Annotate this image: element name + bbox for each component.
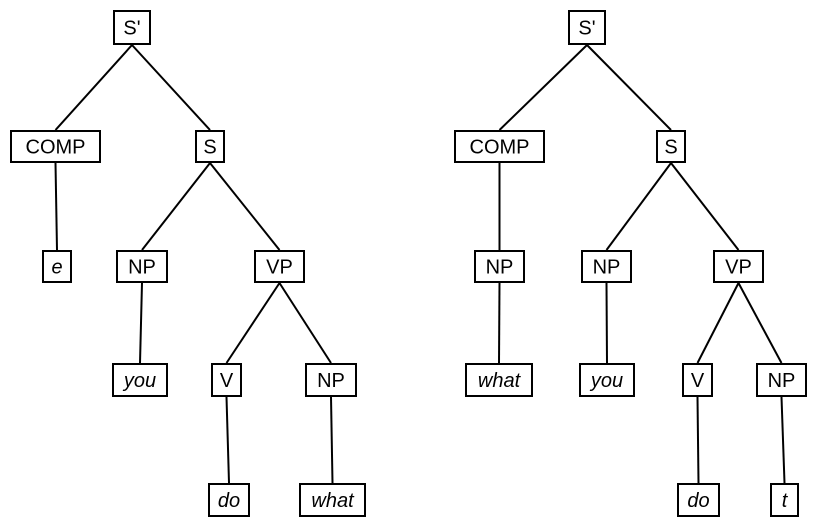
node-label-R-V: V — [691, 370, 705, 392]
tree-edge-L-NP2-to-L-what — [330, 396, 334, 484]
node-label-R-VP: VP — [725, 257, 752, 279]
tree-node-L-Sbar[interactable]: S' — [113, 10, 151, 45]
node-label-L-Sbar: S' — [123, 18, 140, 40]
node-box-R-do — [677, 483, 720, 517]
tree-edge-R-VP-to-R-NP2 — [737, 282, 783, 364]
node-box-R-Sbar — [568, 10, 606, 45]
node-label-R-what: what — [478, 370, 522, 392]
node-box-L-e — [42, 250, 72, 283]
node-box-L-S — [195, 130, 225, 163]
tree-edge-R-VP-to-R-V — [696, 282, 740, 364]
node-box-L-Sbar — [113, 10, 151, 45]
surface-structure-tree: S' COMP S NP NP VP what you V NP do t — [454, 10, 807, 517]
node-label-L-you: you — [122, 370, 156, 392]
tree-edge-L-S-to-L-VP — [209, 162, 281, 251]
node-box-R-what — [465, 363, 533, 397]
tree-edge-L-V-to-L-do — [225, 396, 230, 484]
tree-node-L-NP2[interactable]: NP — [305, 363, 357, 397]
tree-edge-R-V-to-R-do — [696, 396, 700, 484]
tree-edge-R-Sbar-to-R-COMP — [498, 44, 588, 131]
node-label-R-Sbar: S' — [578, 18, 595, 40]
tree-node-R-NP1[interactable]: NP — [581, 250, 632, 283]
node-label-L-VP: VP — [266, 257, 293, 279]
tree-edge-L-COMP-to-L-e — [54, 162, 58, 251]
tree-node-L-VP[interactable]: VP — [254, 250, 305, 283]
tree-edge-L-VP-to-L-NP2 — [278, 282, 332, 364]
tree-node-R-COMP[interactable]: COMP — [454, 130, 545, 163]
node-label-L-COMP: COMP — [26, 137, 86, 159]
tree-edge-R-NP1-to-R-you — [605, 282, 608, 364]
node-label-R-you: you — [589, 370, 623, 392]
tree-node-R-S[interactable]: S — [656, 130, 686, 163]
node-label-L-NP1: NP — [128, 257, 156, 279]
tree-node-L-you[interactable]: you — [112, 363, 168, 397]
node-box-R-NP1 — [581, 250, 632, 283]
tree-node-R-NP2[interactable]: NP — [756, 363, 807, 397]
tree-node-L-V[interactable]: V — [211, 363, 242, 397]
tree-node-R-NP0[interactable]: NP — [474, 250, 525, 283]
tree-edge-L-Sbar-to-L-S — [131, 44, 211, 131]
tree-node-R-V[interactable]: V — [682, 363, 713, 397]
node-label-R-t: t — [782, 490, 789, 512]
node-box-R-NP0 — [474, 250, 525, 283]
tree-node-R-Sbar[interactable]: S' — [568, 10, 606, 45]
node-box-L-you — [112, 363, 168, 397]
node-label-R-S: S — [664, 137, 677, 159]
surface-structure-tree-edges — [498, 44, 786, 484]
node-label-L-V: V — [220, 370, 234, 392]
node-label-R-NP0: NP — [486, 257, 514, 279]
node-box-R-t — [770, 483, 799, 517]
node-box-R-NP2 — [756, 363, 807, 397]
node-label-L-S: S — [203, 137, 216, 159]
node-box-L-NP1 — [116, 250, 168, 283]
tree-node-R-VP[interactable]: VP — [713, 250, 764, 283]
node-label-R-NP2: NP — [768, 370, 796, 392]
node-box-L-COMP — [10, 130, 101, 163]
node-box-L-VP — [254, 250, 305, 283]
tree-node-R-do[interactable]: do — [677, 483, 720, 517]
tree-edge-L-VP-to-L-V — [225, 282, 281, 364]
tree-edge-R-NP2-to-R-t — [780, 396, 786, 484]
node-label-L-NP2: NP — [317, 370, 345, 392]
tree-node-L-COMP[interactable]: COMP — [10, 130, 101, 163]
node-box-R-S — [656, 130, 686, 163]
tree-node-L-what[interactable]: what — [299, 483, 366, 517]
node-label-L-do: do — [218, 490, 240, 512]
node-label-R-do: do — [687, 490, 709, 512]
tree-node-L-S[interactable]: S — [195, 130, 225, 163]
node-box-R-you — [579, 363, 635, 397]
tree-node-R-what[interactable]: what — [465, 363, 533, 397]
tree-edge-L-S-to-L-NP1 — [141, 162, 211, 251]
tree-node-R-t[interactable]: t — [770, 483, 799, 517]
tree-node-L-NP1[interactable]: NP — [116, 250, 168, 283]
tree-edge-R-NP0-to-R-what — [498, 282, 501, 364]
node-label-R-NP1: NP — [593, 257, 621, 279]
tree-node-L-do[interactable]: do — [208, 483, 250, 517]
node-box-L-NP2 — [305, 363, 357, 397]
node-label-R-COMP: COMP — [470, 137, 530, 159]
tree-edge-R-S-to-R-VP — [670, 162, 740, 251]
node-box-L-what — [299, 483, 366, 517]
tree-node-L-e[interactable]: e — [42, 250, 72, 283]
node-box-R-COMP — [454, 130, 545, 163]
node-box-R-V — [682, 363, 713, 397]
node-label-L-e: e — [51, 257, 62, 279]
tree-edge-R-S-to-R-NP1 — [605, 162, 672, 251]
node-box-L-do — [208, 483, 250, 517]
node-box-R-VP — [713, 250, 764, 283]
node-box-L-V — [211, 363, 242, 397]
tree-edge-L-NP1-to-L-you — [139, 282, 143, 364]
tree-edge-R-Sbar-to-R-S — [586, 44, 672, 131]
tree-edge-L-Sbar-to-L-COMP — [54, 44, 133, 131]
tree-node-R-you[interactable]: you — [579, 363, 635, 397]
deep-structure-tree-edges — [54, 44, 334, 484]
node-label-L-what: what — [311, 490, 355, 512]
